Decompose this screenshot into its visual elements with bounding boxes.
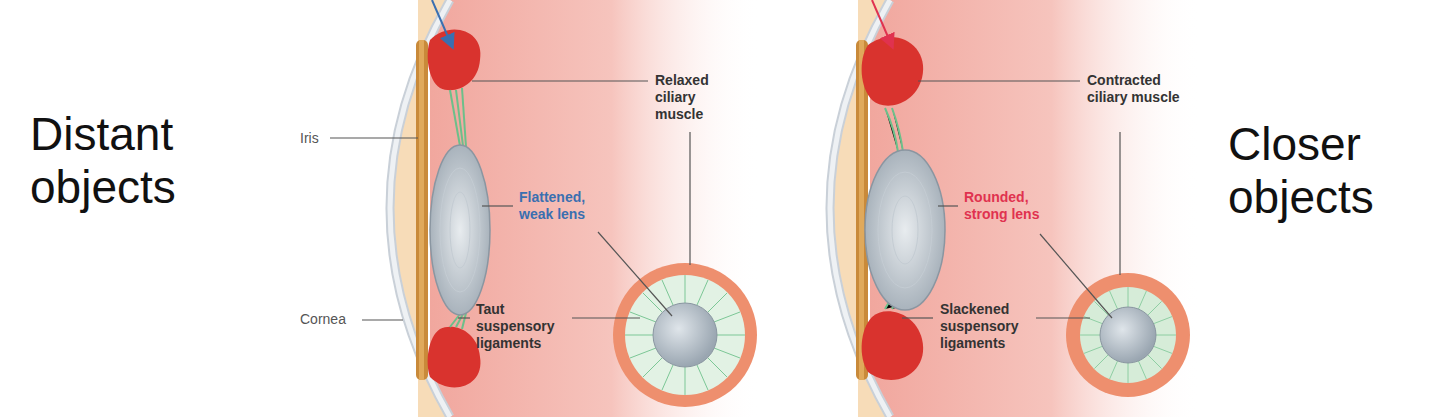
part-label: Taut suspensory ligaments <box>476 301 568 352</box>
part-label: Iris <box>300 130 340 147</box>
part-label: Cornea <box>300 311 362 328</box>
part-label: Slackened suspensory ligaments <box>940 301 1032 352</box>
title-label: Distant objects <box>30 108 240 214</box>
part-label: Rounded, strong lens <box>964 189 1056 223</box>
title-label: Closer objects <box>1228 118 1428 224</box>
part-label: Relaxed ciliary muscle <box>655 72 731 123</box>
part-label: Contracted ciliary muscle <box>1087 72 1182 106</box>
part-label: Flattened, weak lens <box>519 189 607 223</box>
